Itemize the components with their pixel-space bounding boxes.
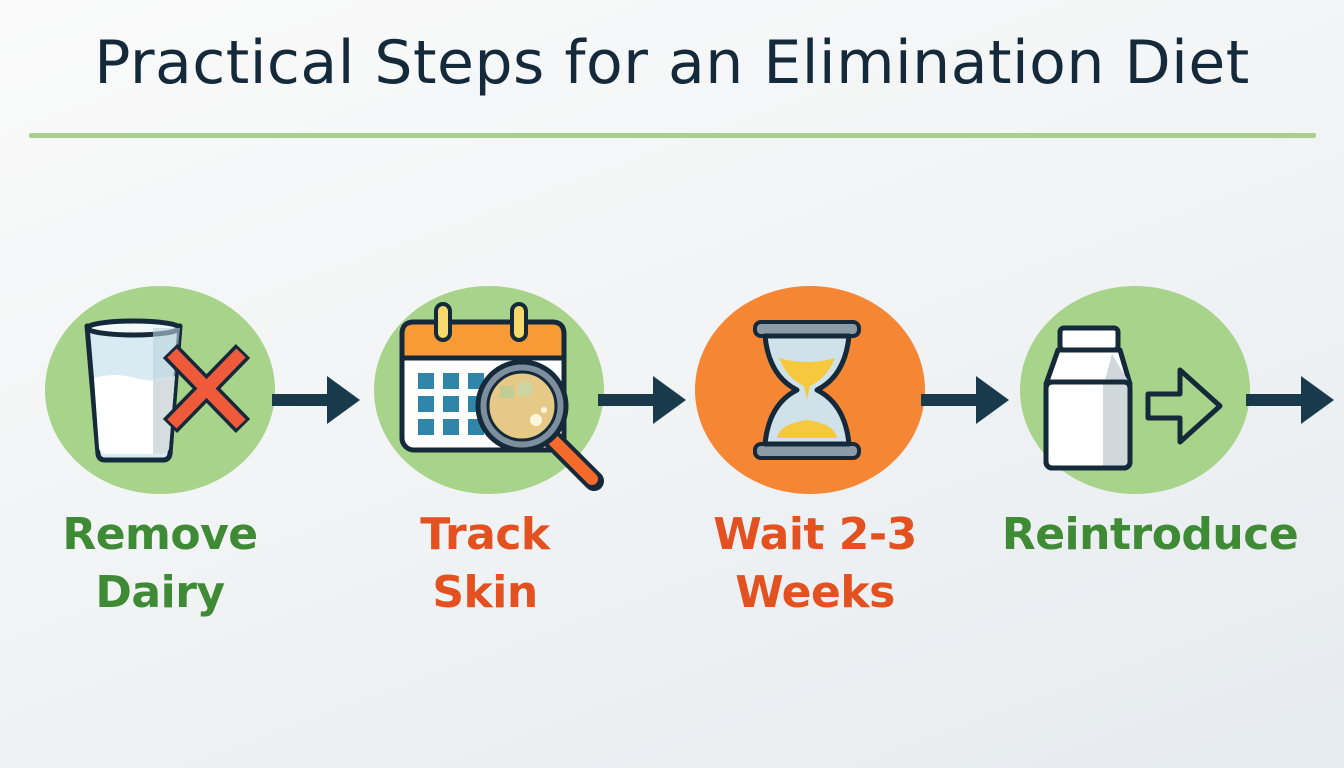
hourglass-icon bbox=[753, 320, 861, 460]
step-3-circle bbox=[695, 286, 925, 494]
step-3-label-line2: Weeks bbox=[735, 567, 895, 618]
step-2-label-line1: Track bbox=[420, 509, 550, 560]
step-2-label-line2: Skin bbox=[432, 567, 538, 618]
step-4-label-line1: Reintroduce bbox=[1001, 509, 1299, 560]
step-2-circle bbox=[374, 286, 604, 494]
step-2-label: Track Skin bbox=[370, 506, 600, 622]
step-3-label-line1: Wait 2-3 bbox=[713, 509, 917, 560]
right-arrow-icon bbox=[1246, 376, 1334, 424]
step-1-label-line1: Remove bbox=[62, 509, 258, 560]
right-arrow-icon bbox=[272, 376, 360, 424]
step-3-label: Wait 2-3 Weeks bbox=[685, 506, 945, 622]
step-4-circle bbox=[1020, 286, 1250, 494]
right-arrow-icon bbox=[598, 376, 686, 424]
step-1-label: Remove Dairy bbox=[40, 506, 280, 622]
milk-glass-crossed-icon bbox=[84, 318, 251, 463]
page-title: Practical Steps for an Elimination Diet bbox=[94, 28, 1250, 98]
right-arrow-icon bbox=[921, 376, 1009, 424]
step-1-circle bbox=[45, 286, 275, 494]
title-divider bbox=[29, 133, 1316, 138]
milk-carton-arrow-icon bbox=[1043, 325, 1223, 471]
step-4-label: Reintroduce bbox=[990, 506, 1310, 564]
step-1-label-line2: Dairy bbox=[95, 567, 225, 618]
calendar-magnifier-icon bbox=[399, 302, 604, 491]
